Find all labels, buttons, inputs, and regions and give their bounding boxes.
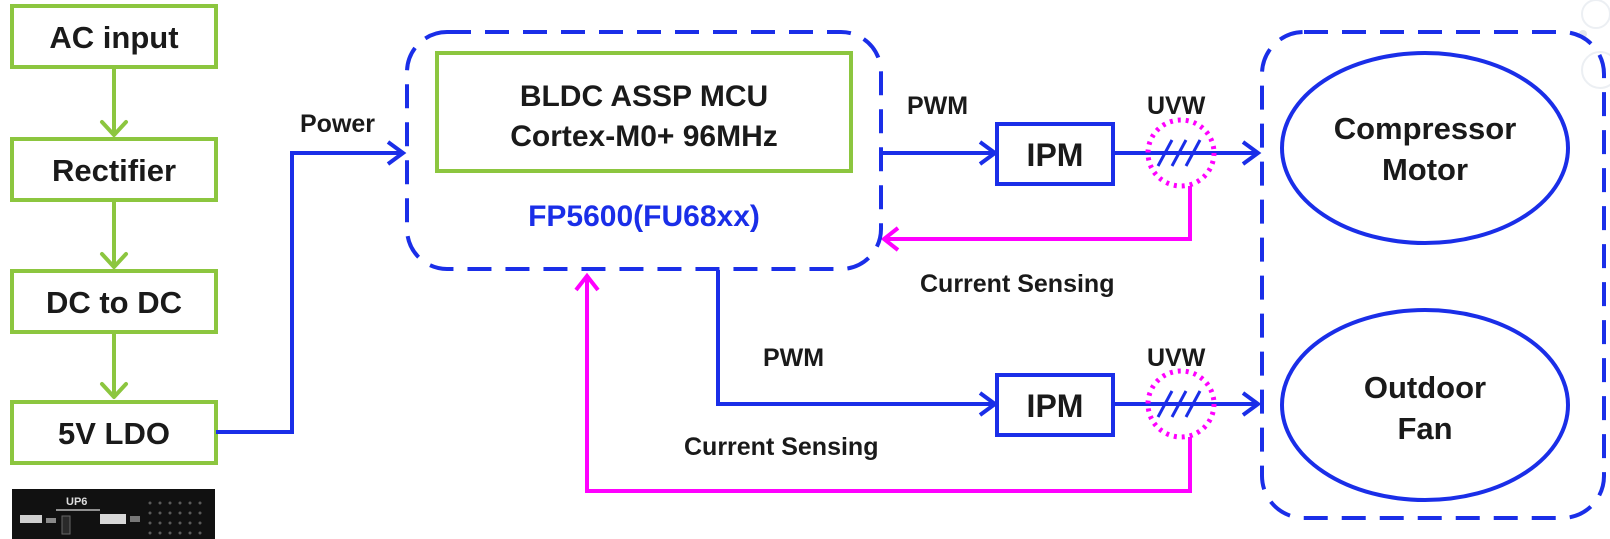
- ldo-box: 5V LDO: [10, 400, 218, 465]
- ac-input-box: AC input: [10, 4, 218, 69]
- corner-decoration: [1579, 0, 1610, 89]
- current-sensing-bottom-label: Current Sensing: [684, 433, 878, 461]
- model-label: FP5600(FU68xx): [528, 200, 760, 233]
- compressor-line2: Motor: [1382, 152, 1468, 187]
- compressor-motor: [1280, 51, 1570, 245]
- pwm-bottom-label: PWM: [763, 344, 824, 372]
- sensing-bottom-line: [585, 276, 1192, 493]
- ldo-label: 5V LDO: [58, 416, 170, 451]
- ipm-top-label: IPM: [1027, 137, 1084, 173]
- rectifier-box: Rectifier: [10, 137, 218, 202]
- current-sensing-top-label: Current Sensing: [920, 270, 1114, 298]
- current-probe-top: [1145, 117, 1217, 189]
- fan-line1: Outdoor: [1364, 370, 1486, 405]
- sensing-top-line: [884, 186, 1192, 241]
- pwm-bottom-line: [716, 270, 994, 406]
- current-probe-bottom: [1145, 368, 1217, 440]
- fan-line2: Fan: [1397, 411, 1452, 446]
- dc-to-dc-label: DC to DC: [46, 285, 182, 320]
- ipm-top-box: IPM: [995, 122, 1115, 186]
- power-chain: AC input Rectifier DC to DC 5V LDO: [10, 4, 218, 465]
- board-silkscreen: UP6: [66, 496, 87, 508]
- loads-block: Compressor Motor Outdoor Fan: [1260, 30, 1606, 520]
- ac-input-label: AC input: [49, 20, 178, 55]
- uvw-top-label: UVW: [1147, 92, 1206, 120]
- board-photo: UP6: [12, 489, 215, 539]
- pwm-top-label: PWM: [907, 92, 968, 120]
- dc-to-dc-box: DC to DC: [10, 269, 218, 334]
- mcu-line2: Cortex-M0+ 96MHz: [510, 120, 778, 153]
- power-label: Power: [300, 110, 375, 138]
- controller-block: BLDC ASSP MCU Cortex-M0+ 96MHz FP5600(FU…: [405, 30, 883, 271]
- rectifier-label: Rectifier: [52, 153, 176, 188]
- compressor-line1: Compressor: [1334, 111, 1517, 146]
- outdoor-fan: [1280, 308, 1570, 502]
- blue-signal-lines: [216, 140, 1262, 434]
- current-sensing-lines: [574, 117, 1217, 493]
- three-phase-marks: [1156, 139, 1202, 418]
- uvw-bottom-label: UVW: [1147, 344, 1206, 372]
- mcu-line1: BLDC ASSP MCU: [520, 80, 768, 113]
- power-line: [216, 151, 402, 434]
- mcu-box: [435, 51, 853, 173]
- ipm-bottom-label: IPM: [1027, 388, 1084, 424]
- signal-labels: Power PWM UVW Current Sensing PWM UVW Cu…: [300, 92, 1206, 461]
- ipm-bottom-box: IPM: [995, 373, 1115, 437]
